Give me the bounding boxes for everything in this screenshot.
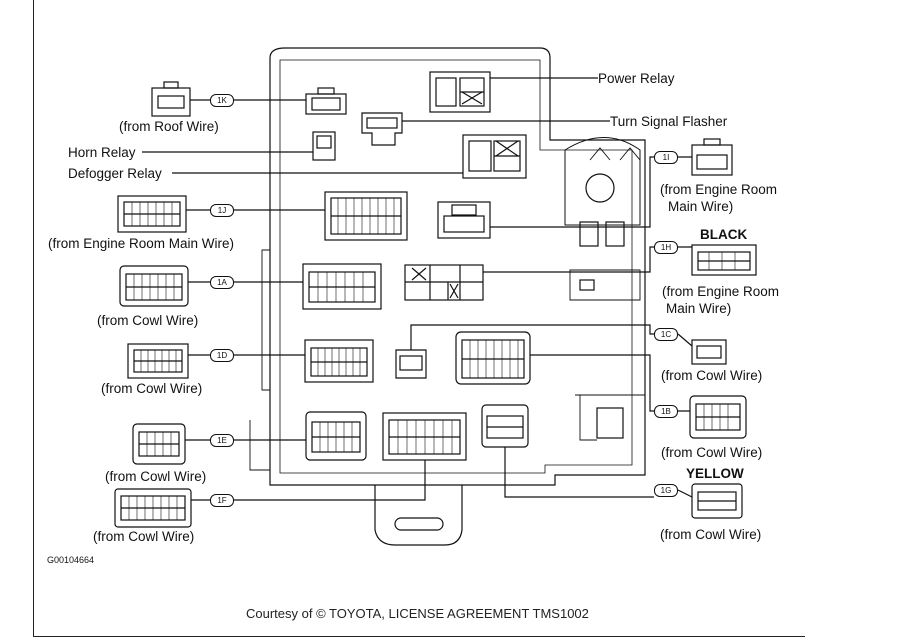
block-connector-1i: [437, 201, 491, 239]
tag-1b: 1B: [654, 405, 678, 418]
block-connector-1a: [302, 263, 382, 310]
cowl-wire-connector-1a: [119, 265, 189, 307]
cowl-wire-label-1c: (from Cowl Wire): [661, 368, 763, 383]
roof-wire-label: (from Roof Wire): [119, 119, 219, 134]
tag-1d: 1D: [210, 349, 234, 362]
cowl-wire-label-1b: (from Cowl Wire): [661, 445, 763, 460]
block-connector-1c: [395, 349, 427, 379]
engine-room-main-wire-connector-left: [117, 195, 187, 233]
defogger-relay-outline: [462, 134, 527, 179]
leader-1f: [191, 460, 426, 501]
figure-code: G00104664: [47, 555, 95, 565]
leader-1c: [410, 324, 693, 350]
cowl-wire-connector-1d: [127, 343, 189, 379]
tag-1g: 1G: [654, 484, 678, 497]
engine-room-connector-1i: [691, 144, 733, 176]
leader-1i: [490, 156, 692, 228]
leader-1b: [530, 354, 690, 412]
cowl-wire-label-1d: (from Cowl Wire): [101, 381, 203, 396]
cowl-wire-label-1f: (from Cowl Wire): [93, 529, 195, 544]
cowl-wire-label-1g: (from Cowl Wire): [660, 527, 762, 542]
black-color-label: BLACK: [700, 227, 748, 242]
cowl-wire-connector-1b: [689, 395, 747, 439]
power-relay-outline: [429, 71, 491, 113]
leader-1g: [504, 447, 693, 498]
tag-1c: 1C: [654, 328, 678, 341]
junction-block-outline: [269, 47, 646, 486]
engine-room-1h-label-line1: (from Engine Room: [662, 284, 780, 299]
turn-signal-flasher-outline: [361, 112, 403, 146]
credit-line: Courtesy of © TOYOTA, LICENSE AGREEMENT …: [246, 606, 589, 621]
block-connector-1g: [481, 404, 529, 448]
block-connector-1b: [455, 331, 531, 385]
engine-room-1i-label-line2: Main Wire): [668, 199, 734, 214]
engine-room-1i-label-line1: (from Engine Room: [660, 182, 778, 197]
cowl-wire-connector-1f: [114, 488, 192, 528]
leader-1h: [483, 246, 692, 273]
page-margin: [805, 0, 907, 642]
cowl-wire-label-1a: (from Cowl Wire): [97, 313, 199, 328]
horn-relay-outline: [312, 131, 336, 161]
junction-block-inner: [279, 59, 633, 474]
tag-1a: 1A: [210, 276, 234, 289]
engine-room-main-wire-label-left: (from Engine Room Main Wire): [48, 236, 235, 251]
power-relay-label: Power Relay: [598, 71, 675, 86]
cowl-wire-connector-1g: [691, 483, 743, 519]
block-connector-1e: [305, 411, 367, 461]
tag-1i: 1I: [654, 151, 678, 164]
engine-room-connector-1h: [691, 244, 757, 276]
tag-1h: 1H: [654, 241, 678, 254]
block-connector-1j: [324, 191, 408, 241]
block-connector-1d: [304, 339, 374, 383]
tag-1j: 1J: [210, 204, 234, 217]
yellow-color-label: YELLOW: [686, 466, 744, 481]
horn-relay-label: Horn Relay: [68, 145, 136, 160]
cowl-wire-connector-1c: [691, 339, 727, 365]
engine-room-1h-label-line2: Main Wire): [666, 301, 732, 316]
tag-1e: 1E: [210, 434, 234, 447]
cowl-wire-label-1e: (from Cowl Wire): [105, 469, 207, 484]
diagram-frame: [33, 0, 807, 637]
tag-1f: 1F: [210, 494, 234, 507]
turn-signal-flasher-label: Turn Signal Flasher: [610, 114, 728, 129]
defogger-relay-label: Defogger Relay: [68, 166, 162, 181]
tag-1k: 1K: [210, 94, 234, 107]
cowl-wire-connector-1e: [132, 423, 186, 465]
